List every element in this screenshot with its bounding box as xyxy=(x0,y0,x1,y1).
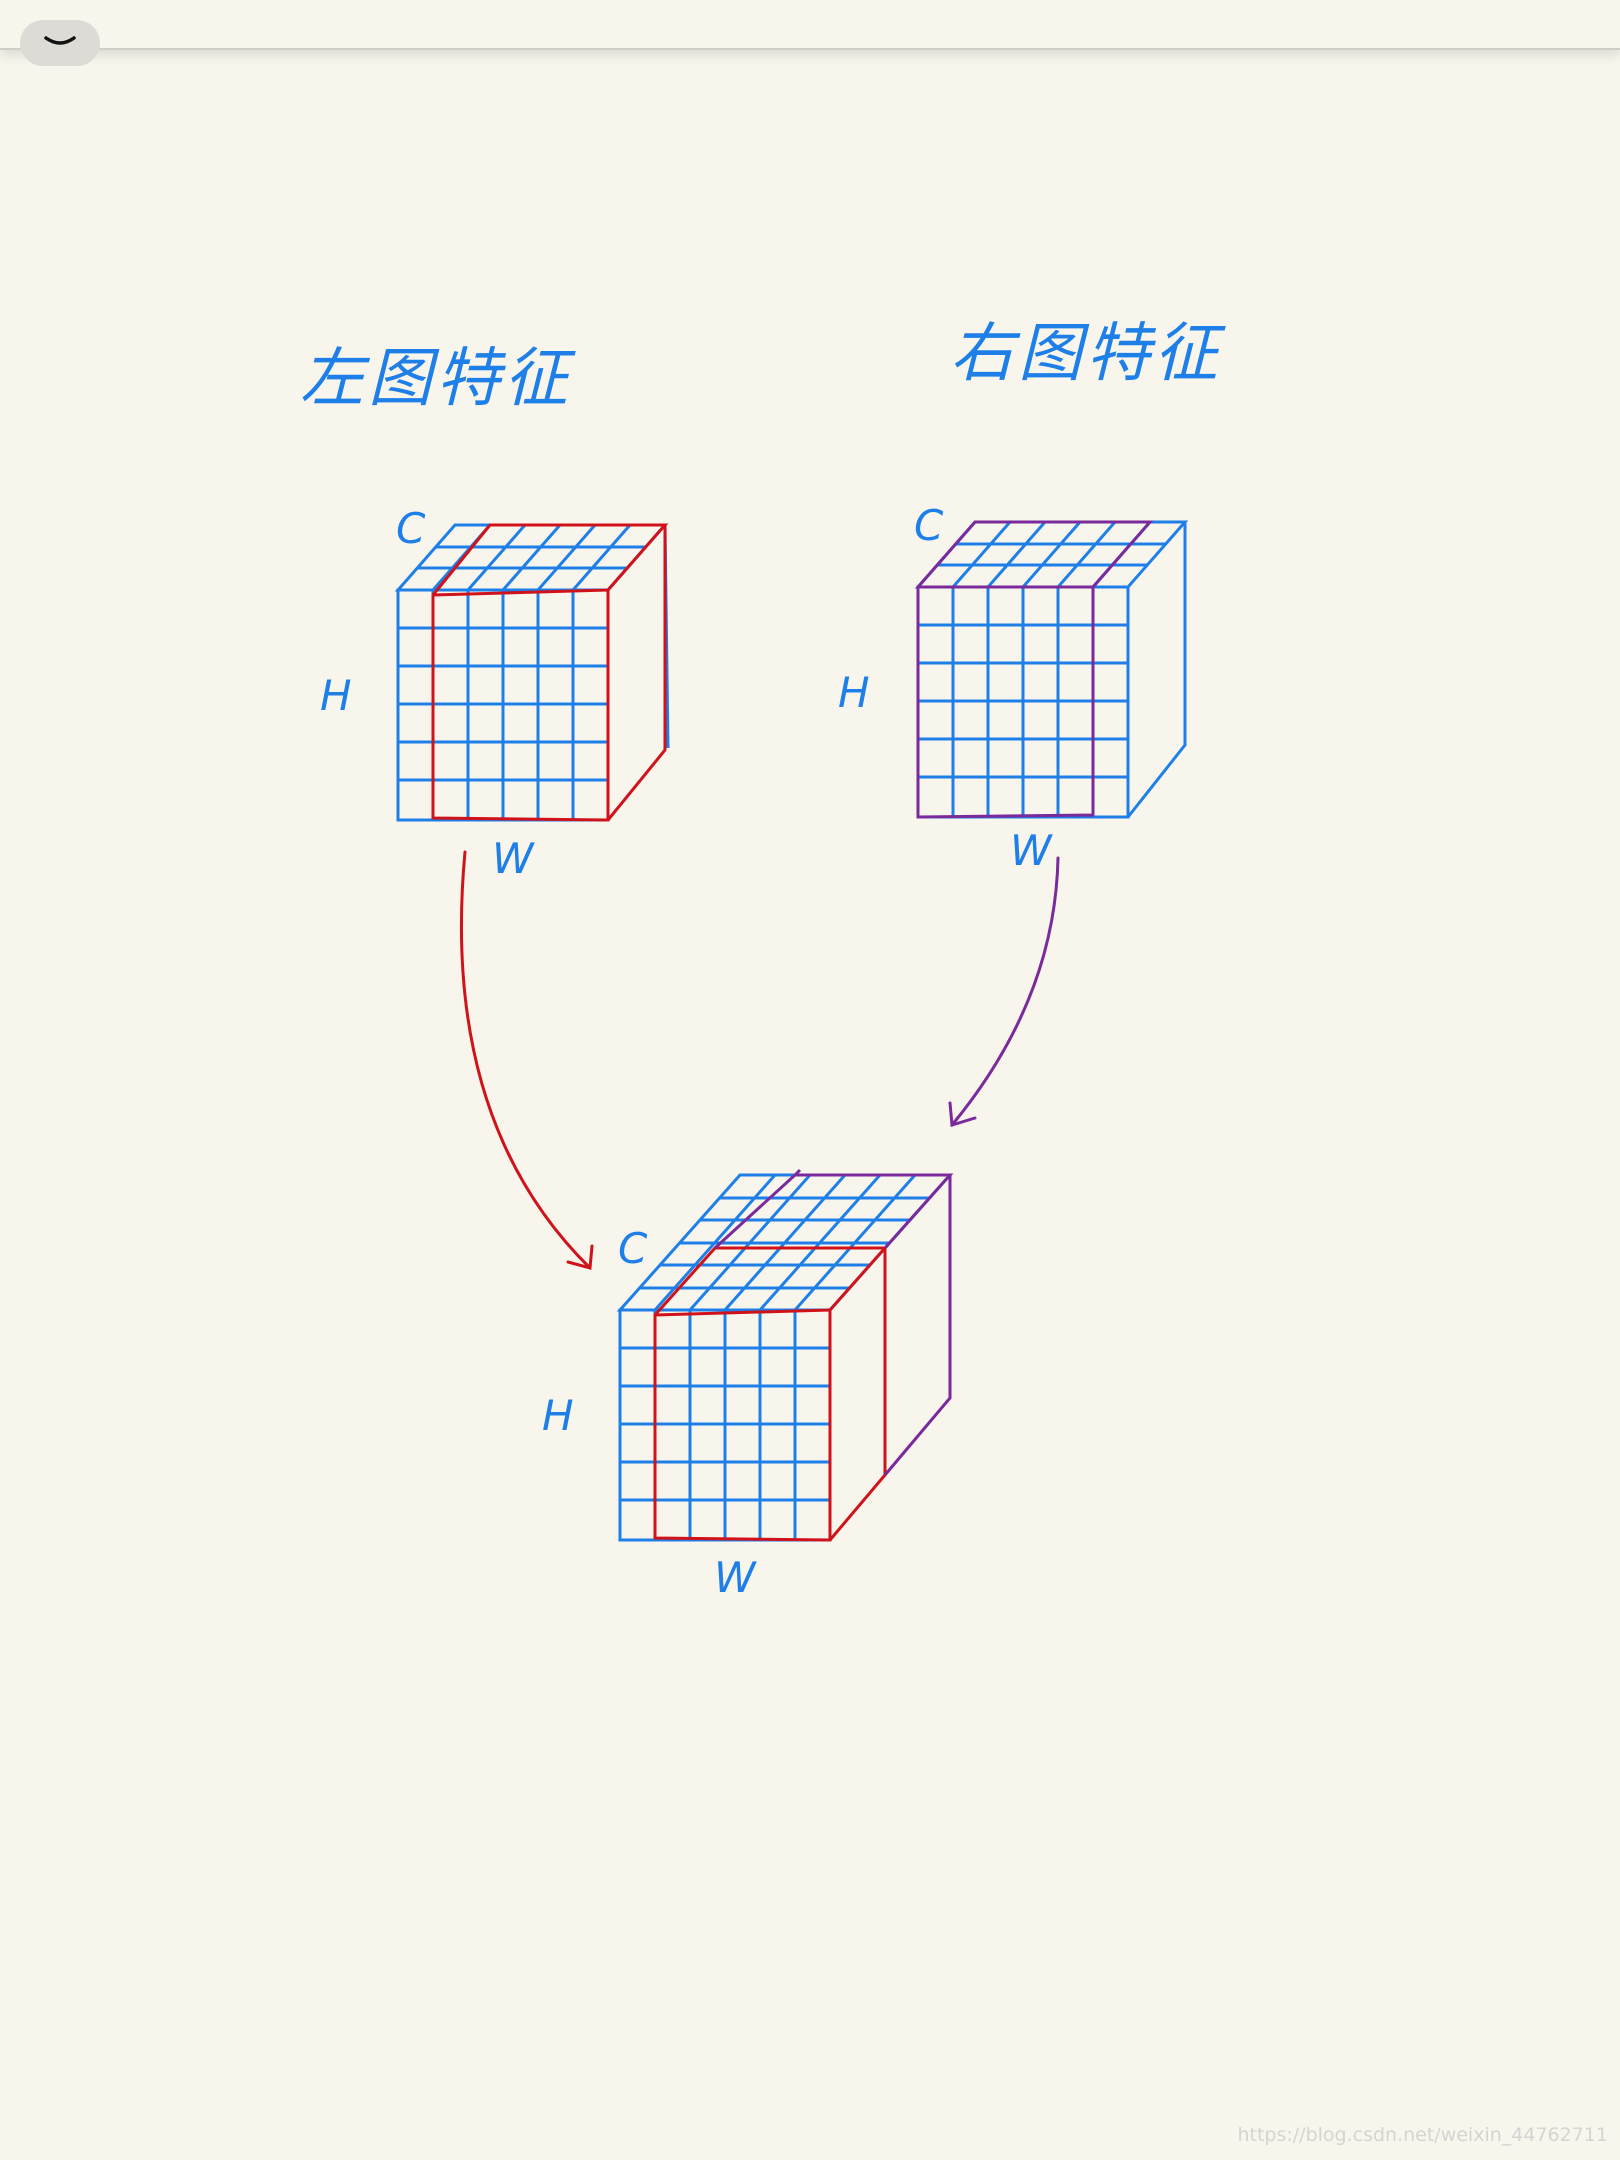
right-feature-cube xyxy=(914,520,1189,819)
merged-cube-w-label: W xyxy=(714,1553,757,1602)
left-cube-w-label: W xyxy=(492,834,535,883)
merged-cube-h-label: H xyxy=(542,1391,574,1440)
watermark: https://blog.csdn.net/weixin_44762711 xyxy=(1237,2124,1608,2146)
right-cube-c-label: C xyxy=(914,501,944,550)
left-feature-cube xyxy=(394,523,670,822)
right-feature-title: 右图特征 xyxy=(950,317,1226,391)
right-cube-h-label: H xyxy=(838,668,870,717)
collapse-toolbar-button[interactable] xyxy=(20,20,100,66)
chevron-down-icon xyxy=(40,33,80,53)
left-feature-title: 左图特征 xyxy=(300,342,576,416)
right-cube-w-label: W xyxy=(1010,826,1053,875)
left-to-merged-arrow xyxy=(459,850,592,1270)
right-to-merged-arrow xyxy=(950,856,1060,1127)
left-cube-c-label: C xyxy=(396,504,426,553)
merged-cube-c-label: C xyxy=(618,1224,648,1273)
merged-feature-cube xyxy=(616,1168,954,1542)
left-cube-h-label: H xyxy=(320,671,352,720)
top-toolbar xyxy=(0,0,1620,50)
